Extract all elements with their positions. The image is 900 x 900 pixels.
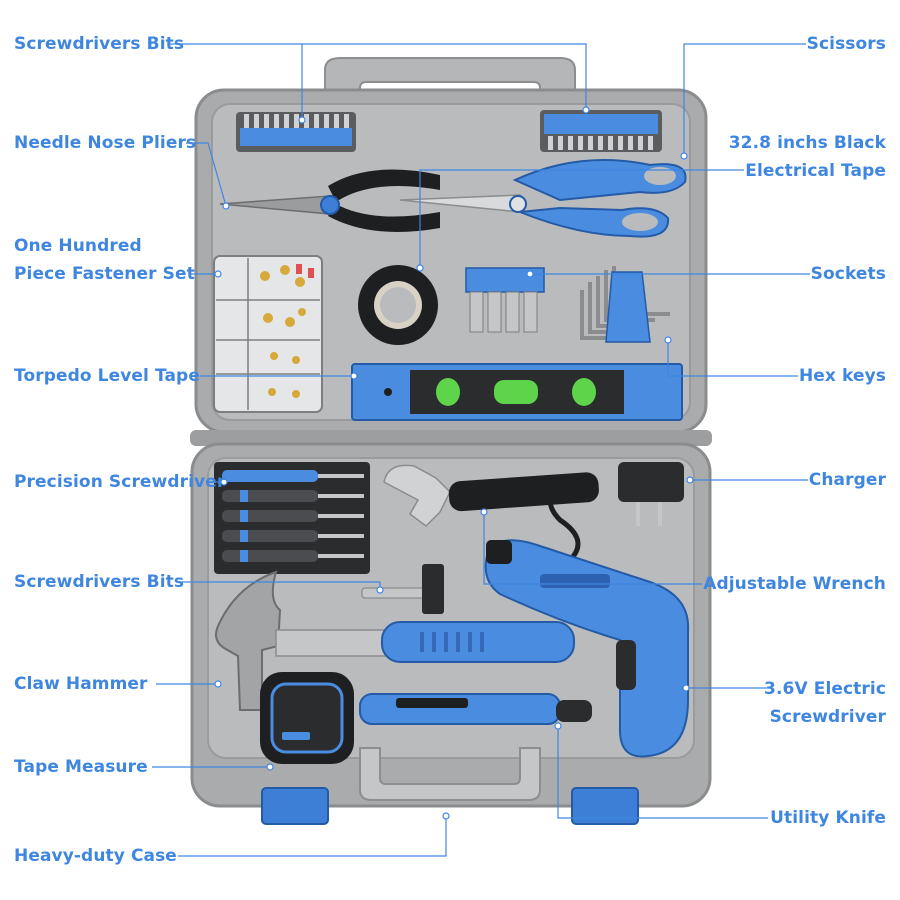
needle-nose-pliers bbox=[219, 169, 440, 232]
precision-screwdrivers bbox=[214, 462, 370, 574]
label-needle-nose-pliers: Needle Nose Pliers bbox=[14, 133, 197, 153]
label-hex-keys: Hex keys bbox=[798, 366, 886, 386]
label-fastener-set-line2: Piece Fastener Set bbox=[14, 264, 195, 284]
utility-knife bbox=[359, 693, 592, 725]
case-hinge bbox=[190, 430, 712, 446]
label-electric-screwdriver-line1: 3.6V Electric bbox=[764, 679, 886, 699]
label-tape-measure: Tape Measure bbox=[14, 757, 148, 777]
label-electrical-tape-line2: Electrical Tape bbox=[745, 161, 886, 181]
case-latch-right[interactable] bbox=[571, 787, 639, 825]
label-screwdriver-bits-bottom: Screwdrivers Bits bbox=[14, 572, 185, 592]
electric-screwdriver bbox=[484, 539, 690, 758]
label-sockets: Sockets bbox=[810, 264, 886, 284]
label-electrical-tape-line1: 32.8 inchs Black bbox=[728, 133, 886, 153]
label-screwdriver-bits-top: Screwdrivers Bits bbox=[14, 34, 185, 54]
socket-set bbox=[465, 267, 545, 333]
claw-hammer bbox=[215, 570, 575, 711]
torpedo-level bbox=[351, 363, 683, 421]
label-torpedo-level: Torpedo Level Tape bbox=[14, 366, 200, 386]
label-claw-hammer: Claw Hammer bbox=[14, 674, 148, 694]
screwdriver-bits-top-left bbox=[236, 112, 356, 152]
screwdriver-bits-top-right bbox=[540, 110, 662, 152]
electrical-tape-roll bbox=[358, 265, 438, 345]
label-scissors: Scissors bbox=[806, 34, 886, 54]
label-precision-screwdriver: Precision Screwdriver bbox=[14, 472, 226, 492]
label-fastener-set-line1: One Hundred bbox=[14, 236, 142, 256]
label-charger: Charger bbox=[808, 470, 886, 490]
callout-lines bbox=[152, 43, 810, 857]
case-bottom-handle bbox=[359, 747, 541, 801]
tape-measure bbox=[260, 672, 354, 764]
label-heavy-duty-case: Heavy-duty Case bbox=[14, 846, 177, 866]
label-electric-screwdriver-line2: Screwdriver bbox=[769, 707, 886, 727]
fastener-set-box bbox=[213, 255, 323, 413]
label-utility-knife: Utility Knife bbox=[770, 808, 886, 828]
case-latch-left[interactable] bbox=[261, 787, 329, 825]
label-adjustable-wrench: Adjustable Wrench bbox=[703, 574, 886, 594]
charger bbox=[547, 462, 684, 562]
case-top-handle bbox=[324, 57, 576, 103]
